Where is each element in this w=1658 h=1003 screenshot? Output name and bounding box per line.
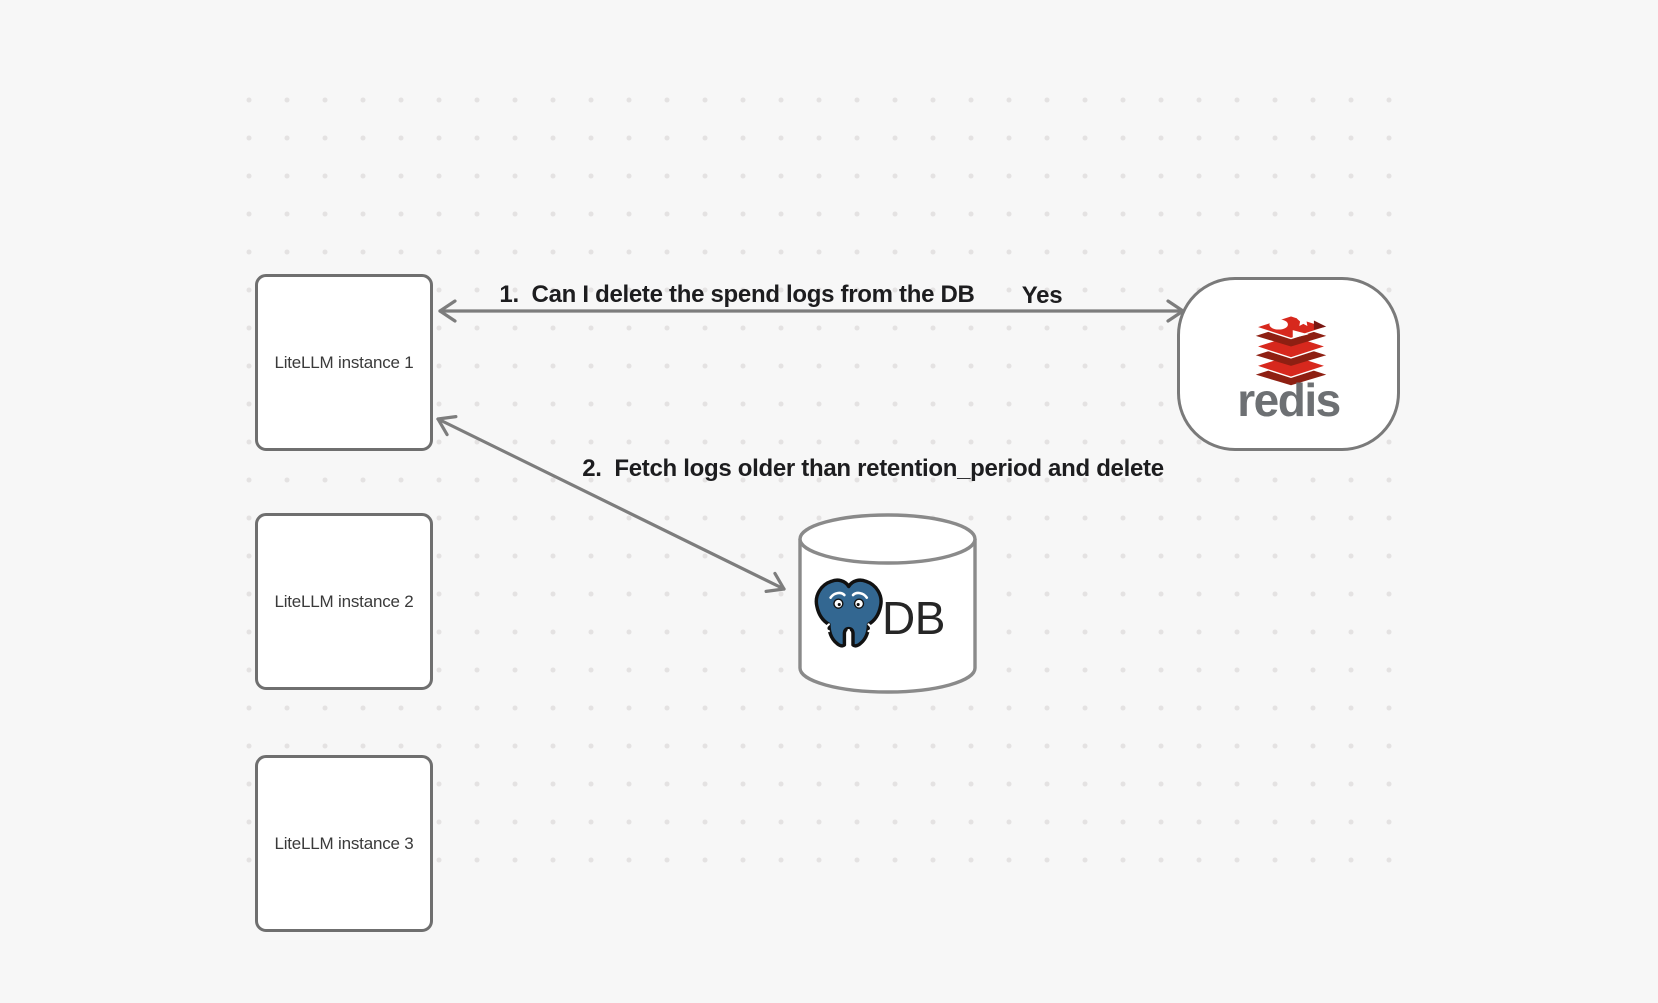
db-label: DB bbox=[882, 592, 945, 644]
postgresql-elephant-icon bbox=[814, 578, 883, 648]
node-label: LiteLLM instance 3 bbox=[274, 833, 414, 853]
node-label: LiteLLM instance 2 bbox=[274, 591, 414, 611]
edge2-label: 2. Fetch logs older than retention_perio… bbox=[582, 455, 1164, 482]
node-litellm-instance-1: LiteLLM instance 1 bbox=[255, 274, 433, 451]
node-litellm-instance-2: LiteLLM instance 2 bbox=[255, 513, 433, 690]
edge1-label: 1. Can I delete the spend logs from the … bbox=[499, 281, 975, 308]
db-cylinder-shape bbox=[798, 513, 977, 694]
node-label: LiteLLM instance 1 bbox=[274, 352, 414, 372]
redis-logo-icon bbox=[1253, 313, 1329, 386]
node-litellm-instance-3: LiteLLM instance 3 bbox=[255, 755, 433, 932]
edge1-response-label: Yes bbox=[1021, 282, 1063, 309]
edge-fetch-logs-arrow bbox=[436, 415, 786, 593]
node-db: DB bbox=[796, 511, 979, 697]
node-redis: redis bbox=[1177, 277, 1400, 451]
redis-wordmark: redis bbox=[1237, 374, 1341, 426]
